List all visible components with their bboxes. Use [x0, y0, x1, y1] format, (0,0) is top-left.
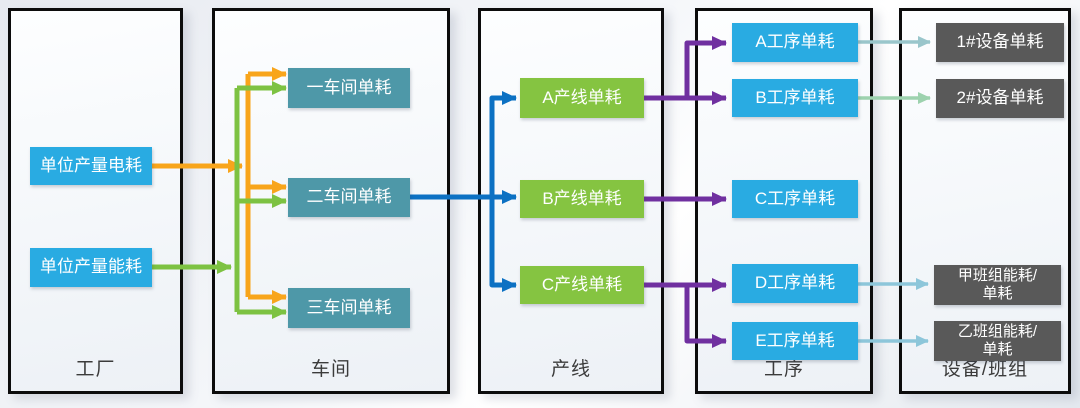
node-teamB-energy-unit: 乙班组能耗/ 单耗: [934, 321, 1061, 361]
node-unit-output-electricity: 单位产量电耗: [30, 147, 152, 185]
panel-production-line-label: 产线: [550, 359, 591, 380]
node-workshop3-unit: 三车间单耗: [288, 288, 410, 328]
node-lineB-unit: B产线单耗: [520, 180, 644, 218]
node-teamA-energy-unit: 甲班组能耗/ 单耗: [934, 265, 1061, 305]
node-processE-unit: E工序单耗: [732, 322, 858, 360]
panel-equipment-team-label: 设备/班组: [941, 359, 1029, 380]
node-processB-unit: B工序单耗: [732, 79, 858, 117]
node-unit-output-energy: 单位产量能耗: [30, 248, 152, 287]
node-lineC-unit: C产线单耗: [520, 266, 644, 304]
node-processA-unit: A工序单耗: [732, 23, 858, 62]
node-processD-unit: D工序单耗: [732, 264, 858, 303]
node-workshop2-unit: 二车间单耗: [288, 178, 410, 217]
node-equipment1-unit: 1#设备单耗: [936, 23, 1064, 62]
panel-factory: 工厂: [8, 8, 183, 394]
panel-workshop-label: 车间: [310, 359, 351, 380]
node-processC-unit: C工序单耗: [732, 180, 858, 218]
node-lineA-unit: A产线单耗: [520, 78, 644, 118]
node-workshop1-unit: 一车间单耗: [288, 68, 410, 108]
panel-factory-label: 工厂: [75, 359, 116, 380]
panel-process-label: 工序: [763, 359, 804, 380]
node-equipment2-unit: 2#设备单耗: [936, 79, 1064, 118]
